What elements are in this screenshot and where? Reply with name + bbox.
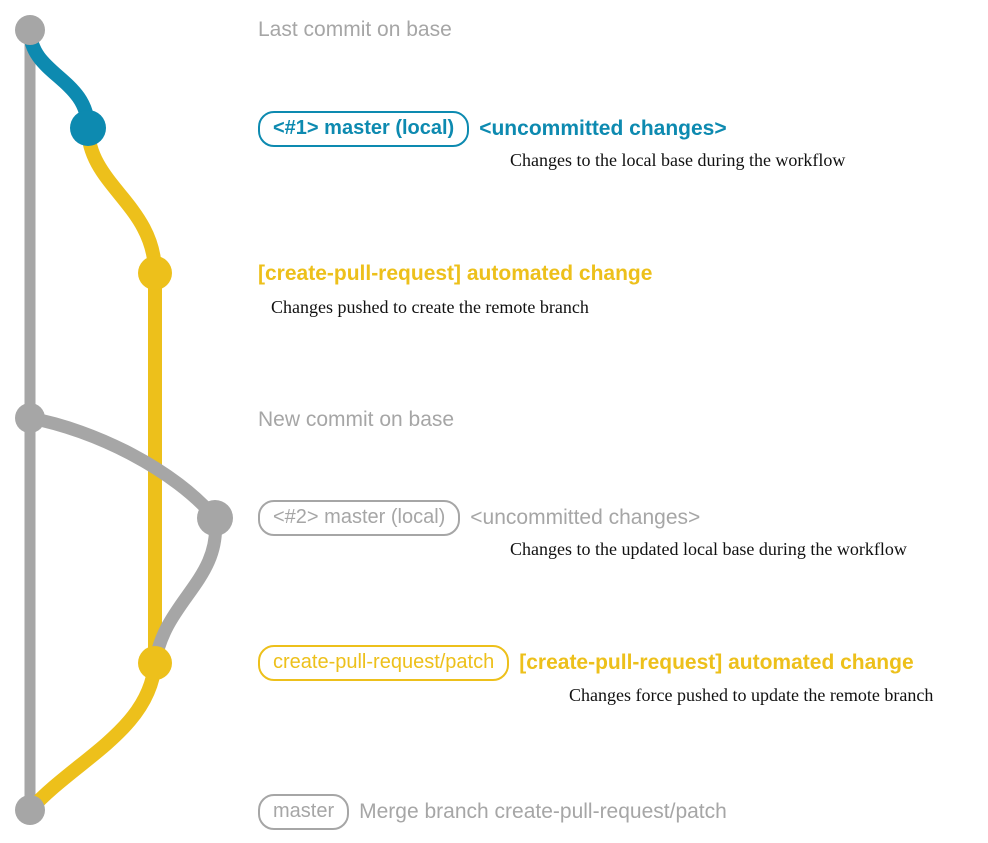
commit-message-automated-1: [create-pull-request] automated change — [258, 262, 653, 285]
commit-subtext-automated-1: Changes pushed to create the remote bran… — [271, 297, 589, 317]
node-last-base[interactable] — [15, 15, 45, 45]
node-new-base[interactable] — [15, 403, 45, 433]
branch-tag-master[interactable]: master — [258, 794, 350, 830]
edge-newbase-to-local2 — [23, 411, 222, 525]
commit-message-automated-2: [create-pull-request] automated change — [519, 650, 914, 674]
commit-row-automated-1: [create-pull-request] automated change — [258, 262, 652, 286]
node-automated-1[interactable] — [138, 256, 172, 290]
commit-subtext-local-1: Changes to the local base during the wor… — [510, 150, 846, 170]
commit-message-merge: Merge branch create-pull-request/patch — [359, 799, 727, 823]
commit-subtext-local-2: Changes to the updated local base during… — [510, 539, 907, 559]
commit-row-local-2: <#2> master (local) <uncommitted changes… — [258, 500, 700, 536]
commit-row-local-1: <#1> master (local) <uncommitted changes… — [258, 111, 727, 147]
branch-tag-master-local-1[interactable]: <#1> master (local) — [258, 111, 470, 147]
commit-subtext-automated-2: Changes force pushed to update the remot… — [569, 685, 934, 705]
branch-tag-master-local-2[interactable]: <#2> master (local) — [258, 500, 461, 536]
commit-message-new-base: New commit on base — [258, 408, 455, 431]
node-local-2[interactable] — [197, 500, 233, 536]
commit-message-local-1: <uncommitted changes> — [479, 116, 727, 140]
node-local-1[interactable] — [70, 110, 106, 146]
commit-row-merge: master Merge branch create-pull-request/… — [258, 794, 727, 830]
commit-message-local-2: <uncommitted changes> — [470, 505, 701, 529]
edge-local2-to-automated2 — [148, 511, 223, 670]
commit-message-last-base: Last commit on base — [258, 18, 452, 41]
git-commit-graph — [15, 15, 233, 825]
node-automated-2[interactable] — [138, 646, 172, 680]
commit-row-automated-2: create-pull-request/patch [create-pull-r… — [258, 645, 914, 681]
branch-tag-create-pull-request-patch[interactable]: create-pull-request/patch — [258, 645, 510, 681]
edge-local1-to-automated1 — [81, 121, 162, 280]
node-merge[interactable] — [15, 795, 45, 825]
edge-automated2-to-merge — [23, 656, 162, 817]
